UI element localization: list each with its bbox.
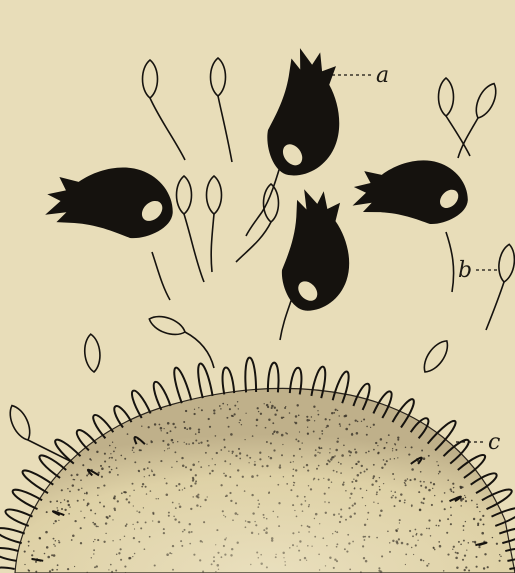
label-a: a [376,63,389,88]
label-c: c [488,430,500,455]
dark-flagellate-cells [35,42,474,340]
granular-mass [15,388,515,573]
label-b: b [458,258,472,283]
